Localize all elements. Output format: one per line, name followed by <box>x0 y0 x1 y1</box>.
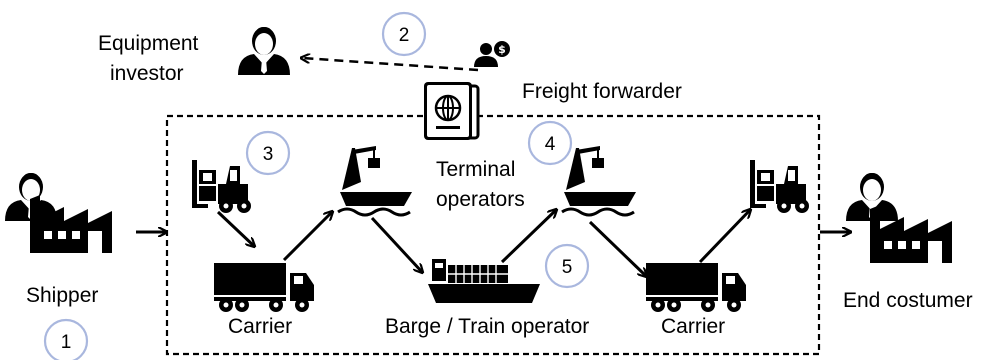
step-number-5: 5 <box>562 257 573 278</box>
truck-icon-right <box>646 263 746 312</box>
arrow-forwarder-to-investor <box>302 58 479 72</box>
truck-icon-left <box>214 263 314 312</box>
barge-train-operator-label: Barge / Train operator <box>385 315 589 338</box>
equipment-investor-person-icon <box>238 27 290 75</box>
terminal-crane-ship-icon-right <box>560 144 638 217</box>
freight-forwarder-label: Freight forwarder <box>522 80 682 103</box>
step-circle-1 <box>43 318 89 360</box>
arrow-terminal-to-barge <box>370 216 422 272</box>
step-circle-4 <box>527 120 573 166</box>
arrow-terminal-to-truck <box>588 220 646 276</box>
equipment-investor-label-line2: investor <box>110 62 184 85</box>
step-number-1: 1 <box>61 332 72 353</box>
terminal-operators-label-line2: operators <box>436 188 525 211</box>
arrow-barge-to-terminal <box>500 210 556 264</box>
terminal-crane-ship-icon-left <box>336 144 414 217</box>
step-number-4: 4 <box>545 134 556 155</box>
end-customer-label: End costumer <box>843 289 973 312</box>
shipper-label: Shipper <box>26 284 98 307</box>
step-circle-3 <box>245 130 291 176</box>
arrow-truck-to-terminal <box>282 212 332 262</box>
step-number-2: 2 <box>399 25 410 46</box>
arrow-forklift-to-truck <box>216 210 254 246</box>
forklift-icon-right <box>750 160 809 213</box>
carrier-right-label: Carrier <box>661 315 725 338</box>
arrow-truck-to-forklift <box>698 210 750 264</box>
step-circle-5 <box>544 243 590 289</box>
freight-forwarder-money-icon <box>474 41 510 67</box>
forklift-icon-left <box>192 160 251 213</box>
passport-icon <box>422 80 480 142</box>
terminal-operators-label-line1: Terminal <box>436 158 515 181</box>
barge-container-ship-icon <box>427 258 541 304</box>
carrier-left-label: Carrier <box>228 315 292 338</box>
equipment-investor-label-line1: Equipment <box>98 32 199 55</box>
step-number-3: 3 <box>263 144 274 165</box>
step-circle-2 <box>381 11 427 57</box>
